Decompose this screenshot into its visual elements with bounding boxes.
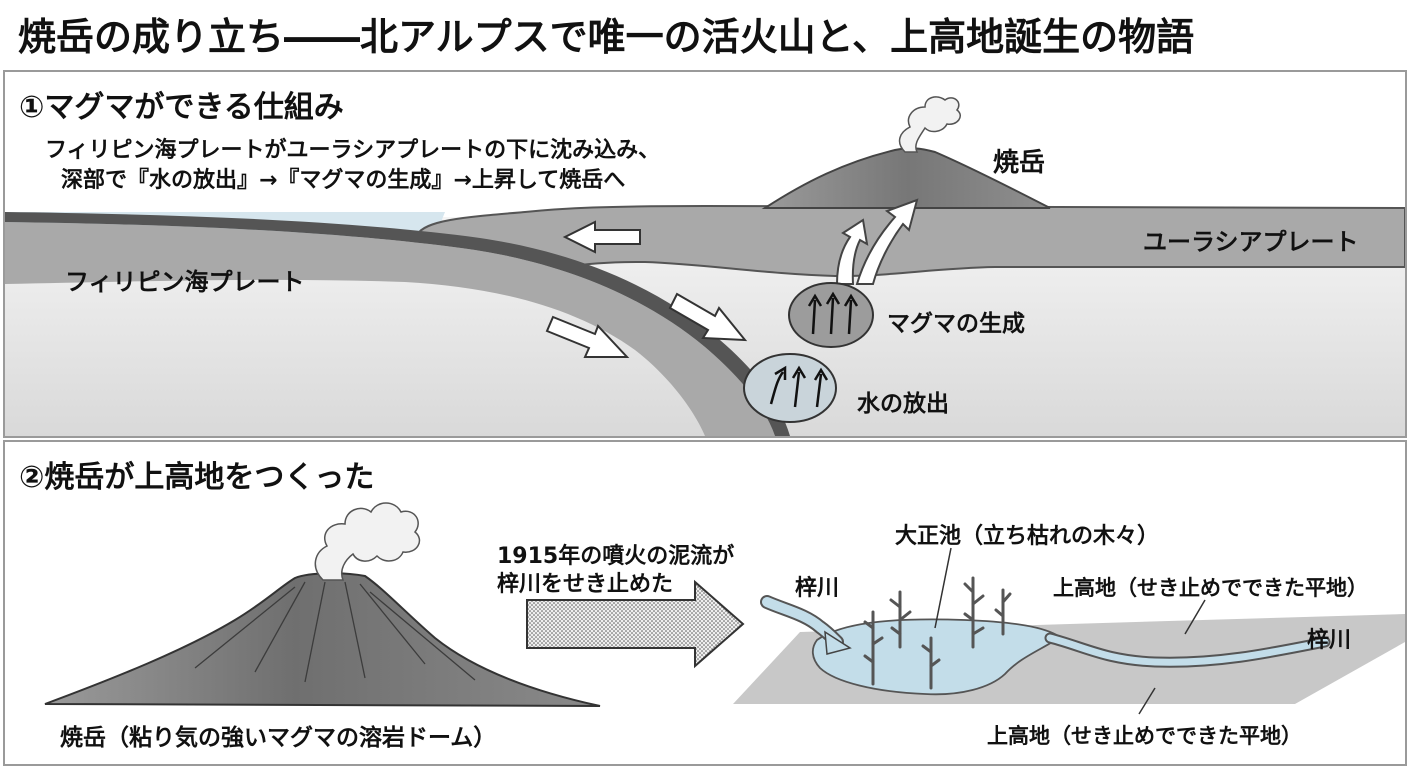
panel1-title: ①マグマができる仕組み: [19, 90, 344, 125]
page-title: 焼岳の成り立ち――北アルプスで唯一の活火山と、上高地誕生の物語: [18, 15, 1195, 59]
rising-magma-arrows: [835, 198, 919, 285]
label-volcano-caption: 焼岳（粘り気の強いマグマの溶岩ドーム）: [60, 725, 497, 751]
volcano-ridges: [194, 581, 476, 683]
dead-trees: [863, 576, 1012, 690]
label-arrow-line1: 1915年の噴火の泥流が: [497, 544, 735, 569]
panel-magma-mechanism: ①マグマができる仕組み フィリピン海プレートがユーラシアプレートの下に沈み込み、…: [3, 70, 1407, 438]
water-bubble: [743, 353, 837, 423]
river-inflow-arrowhead: [824, 630, 852, 655]
arrow-eurasia-left: [562, 220, 641, 254]
label-azusa-river-right: 梓川: [1307, 628, 1352, 653]
label-kamikochi-top: 上高地（せき止めでできた平地）: [1053, 576, 1368, 600]
mudflow-arrow: [526, 579, 745, 669]
plate-motion-arrows: [545, 220, 748, 358]
label-arrow-line2: 梓川をせき止めた: [497, 572, 674, 597]
panel-kamikochi-formation: ②焼岳が上高地をつくった 焼岳（粘り気の強いマグマの溶岩ドーム） 1915年の噴…: [3, 440, 1407, 766]
magma-rise-arrow-2: [855, 198, 919, 285]
volcano-smoke-upper: [898, 96, 961, 153]
panel2-title: ②焼岳が上高地をつくった: [19, 460, 375, 495]
magma-bubble-arrows: [807, 291, 859, 335]
philippine-plate: [5, 222, 775, 436]
label-water-release: 水の放出: [857, 391, 949, 417]
label-yakedake-volcano: 焼岳: [993, 148, 1046, 178]
volcano-smoke-lower: [314, 502, 421, 581]
taisho-pond: [811, 618, 1062, 696]
water-bubble-arrows: [769, 365, 829, 408]
label-azusa-river-left: 梓川: [795, 576, 840, 601]
philippine-plate-top-crust: [5, 212, 790, 436]
arrow-slab-2: [668, 292, 748, 342]
subduction-diagram: [5, 96, 1405, 436]
panel1-caption-line2: 深部で『水の放出』→『マグマの生成』→上昇して焼岳へ: [61, 168, 626, 193]
label-kamikochi-bottom: 上高地（せき止めでできた平地）: [987, 724, 1302, 748]
pointer-lines: [934, 547, 1206, 715]
volcano-yakedake-upper: [761, 147, 1051, 209]
arrow-slab-1: [545, 315, 630, 358]
label-eurasian-plate: ユーラシアプレート: [1143, 228, 1359, 256]
label-philippine-plate: フィリピン海プレート: [65, 268, 305, 296]
label-magma-generation: マグマの生成: [887, 311, 1025, 337]
magma-rise-arrow-1: [835, 218, 869, 285]
kamikochi-diagram: [44, 502, 1405, 715]
panel1-caption-line1: フィリピン海プレートがユーラシアプレートの下に沈み込み、: [45, 138, 661, 163]
label-taisho-pond: 大正池（立ち枯れの木々）: [895, 524, 1160, 549]
